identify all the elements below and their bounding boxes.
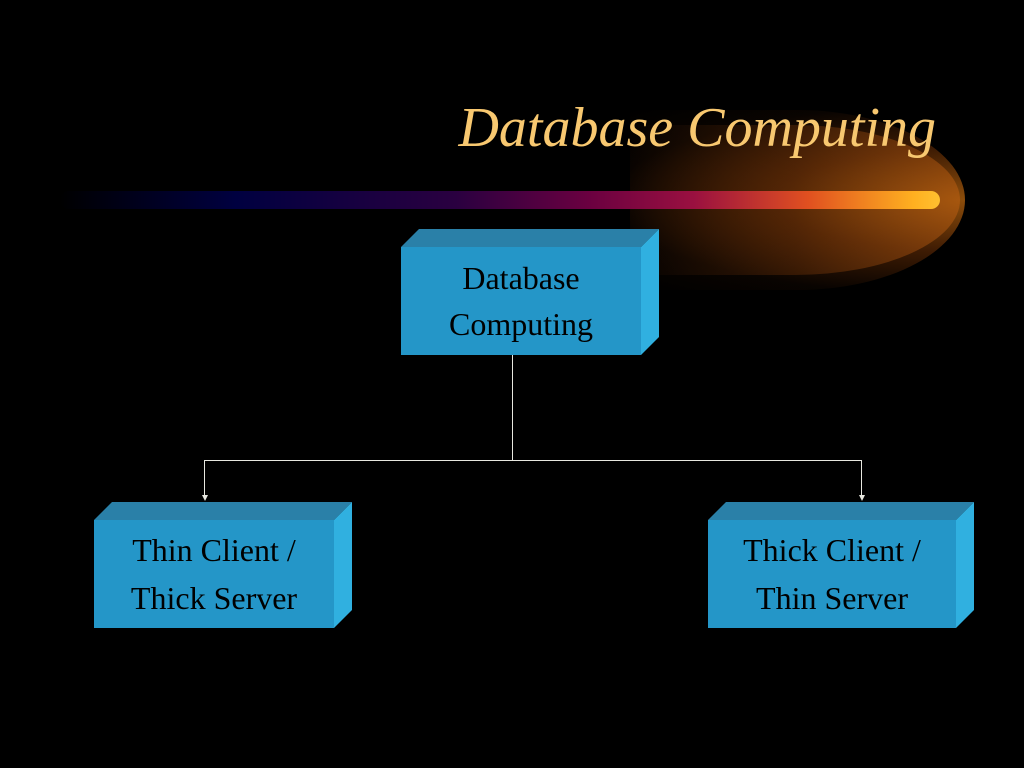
child-node-label-line2: Thin Server (756, 580, 908, 616)
child-node-label-line2: Thick Server (130, 580, 298, 616)
child-node-side-face (334, 502, 352, 628)
connector-horizontal (204, 460, 862, 461)
connector-right-down (861, 460, 862, 496)
root-node-box: Database Computing (401, 229, 659, 355)
child-node-front: Thick Client / Thin Server (708, 520, 956, 628)
child-node-3d-faces (94, 502, 352, 628)
root-node-3d-faces (401, 229, 659, 355)
child-node-front: Thin Client / Thick Server (94, 520, 334, 628)
root-node-top-face (401, 229, 659, 247)
root-node-label-line2: Computing (448, 306, 593, 342)
child-node-thick-client-box: Thick Client / Thin Server (708, 502, 974, 628)
child-node-top-face (708, 502, 974, 520)
child-node-label-line1: Thin Client / (132, 532, 296, 568)
arrow-right-child-icon (859, 495, 865, 501)
child-node-side-face (956, 502, 974, 628)
child-node-top-face (94, 502, 352, 520)
connector-root-down (512, 355, 513, 460)
connector-left-down (204, 460, 205, 496)
child-node-thin-client-box: Thin Client / Thick Server (94, 502, 352, 628)
root-node-label-line1: Database (462, 260, 580, 296)
child-node-label-line1: Thick Client / (743, 532, 921, 568)
slide-title: Database Computing (458, 97, 936, 159)
arrow-left-child-icon (202, 495, 208, 501)
root-node-front: Database Computing (401, 247, 641, 355)
decorative-gradient-bar (60, 191, 940, 209)
child-node-3d-faces (708, 502, 974, 628)
root-node-side-face (641, 229, 659, 355)
